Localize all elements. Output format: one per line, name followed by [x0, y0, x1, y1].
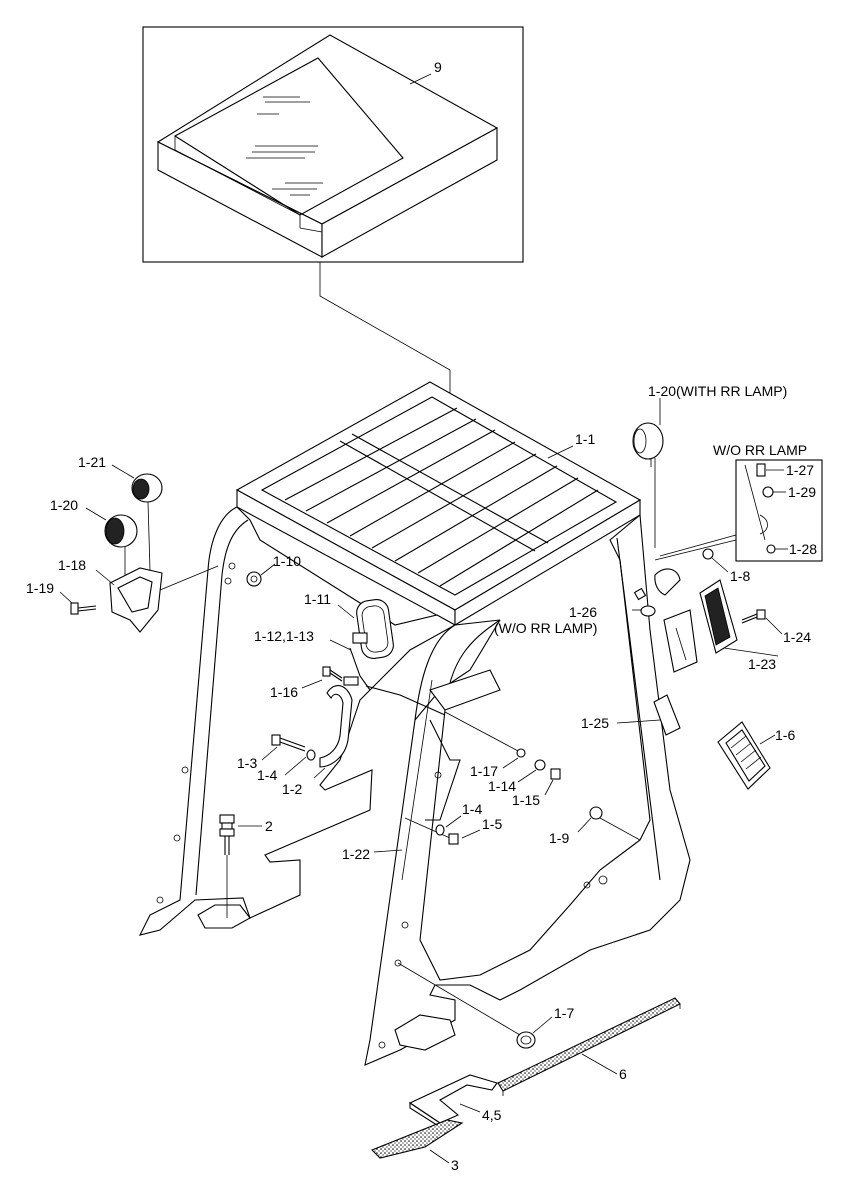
label-1-20-with-rr-lamp: 1-20(WITH RR LAMP) [648, 383, 787, 399]
label-1-22: 1-22 [342, 846, 370, 862]
washer-1-14 [534, 759, 546, 771]
label-1-29: 1-29 [788, 484, 816, 500]
label-1-1: 1-1 [575, 431, 595, 447]
label-1-23: 1-23 [748, 656, 776, 672]
label-3: 3 [451, 1157, 459, 1173]
anti-slip-tape-6 [497, 997, 681, 1096]
washer-1-10 [246, 571, 262, 587]
label-1-3: 1-3 [237, 755, 257, 771]
inset-frame [142, 26, 524, 263]
label-1-27: 1-27 [786, 462, 814, 478]
label-1-25: 1-25 [581, 715, 609, 731]
label-1-10: 1-10 [273, 553, 301, 569]
step-1-6 [717, 721, 771, 790]
anti-slip-tape-3 [371, 1119, 464, 1159]
grab-handle-1-2 [319, 685, 353, 768]
manual-inset: 9 [142, 26, 524, 263]
label-1-18: 1-18 [58, 557, 86, 573]
manual-book [156, 34, 499, 258]
mirror-1-11 [343, 599, 446, 716]
label-1-5: 1-5 [482, 816, 502, 832]
label-1-24: 1-24 [783, 629, 811, 645]
roof-slats [284, 407, 599, 587]
wo-rr-lamp-inset [654, 459, 823, 562]
label-1-14: 1-14 [488, 778, 516, 794]
grommet-1-9 [589, 806, 603, 820]
label-9: 9 [434, 59, 442, 75]
label-1-11: 1-11 [304, 591, 331, 607]
label-2: 2 [265, 818, 273, 834]
label-1-4-a: 1-4 [257, 767, 277, 783]
label-6: 6 [619, 1066, 627, 1082]
work-lamp-1-21 [131, 473, 163, 571]
grommet-1-8 [702, 548, 714, 560]
reflector-1-25 [653, 694, 681, 736]
label-wo-rr-lamp-2: (W/O RR LAMP) [494, 620, 597, 636]
label-wo-rr-lamp: W/O RR LAMP [713, 442, 807, 458]
rear-combination-lamp-1-23 [663, 579, 738, 673]
label-1-12-1-13: 1-12,1-13 [254, 628, 314, 644]
label-1-4-b: 1-4 [462, 801, 482, 817]
wo-rr-lamp-frame [735, 459, 823, 562]
nut-1-15 [550, 768, 561, 780]
lamp-bracket-1-18 [109, 565, 219, 633]
label-1-7: 1-7 [554, 1005, 574, 1021]
label-1-28: 1-28 [789, 541, 817, 557]
rear-lamp [632, 422, 664, 548]
label-1-15: 1-15 [512, 792, 540, 808]
washer-1-4-b [435, 824, 445, 836]
washer-1-17 [516, 748, 526, 758]
label-1-20: 1-20 [50, 497, 78, 513]
screw-1-24 [741, 609, 766, 624]
label-4-5: 4,5 [482, 1107, 502, 1123]
label-1-17: 1-17 [470, 763, 498, 779]
label-1-8: 1-8 [730, 568, 750, 584]
washer-1-4 [306, 749, 316, 761]
work-lamp-1-20 [104, 514, 138, 585]
label-1-2: 1-2 [282, 781, 302, 797]
bolt-1-5 [448, 833, 459, 845]
label-1-21: 1-21 [78, 454, 106, 470]
screw-1-16 [322, 666, 343, 682]
clip-1-26 [633, 587, 656, 617]
bolt-2 [219, 814, 235, 918]
harness-1-22 [401, 679, 433, 881]
screw-1-19 [70, 602, 97, 615]
label-1-9: 1-9 [549, 830, 569, 846]
bolt-1-3 [271, 734, 306, 752]
label-1-6: 1-6 [775, 727, 795, 743]
cap-1-7 [516, 1031, 536, 1049]
label-1-26: 1-26 [569, 604, 597, 620]
label-1-19: 1-19 [26, 580, 54, 596]
label-1-16: 1-16 [270, 684, 298, 700]
